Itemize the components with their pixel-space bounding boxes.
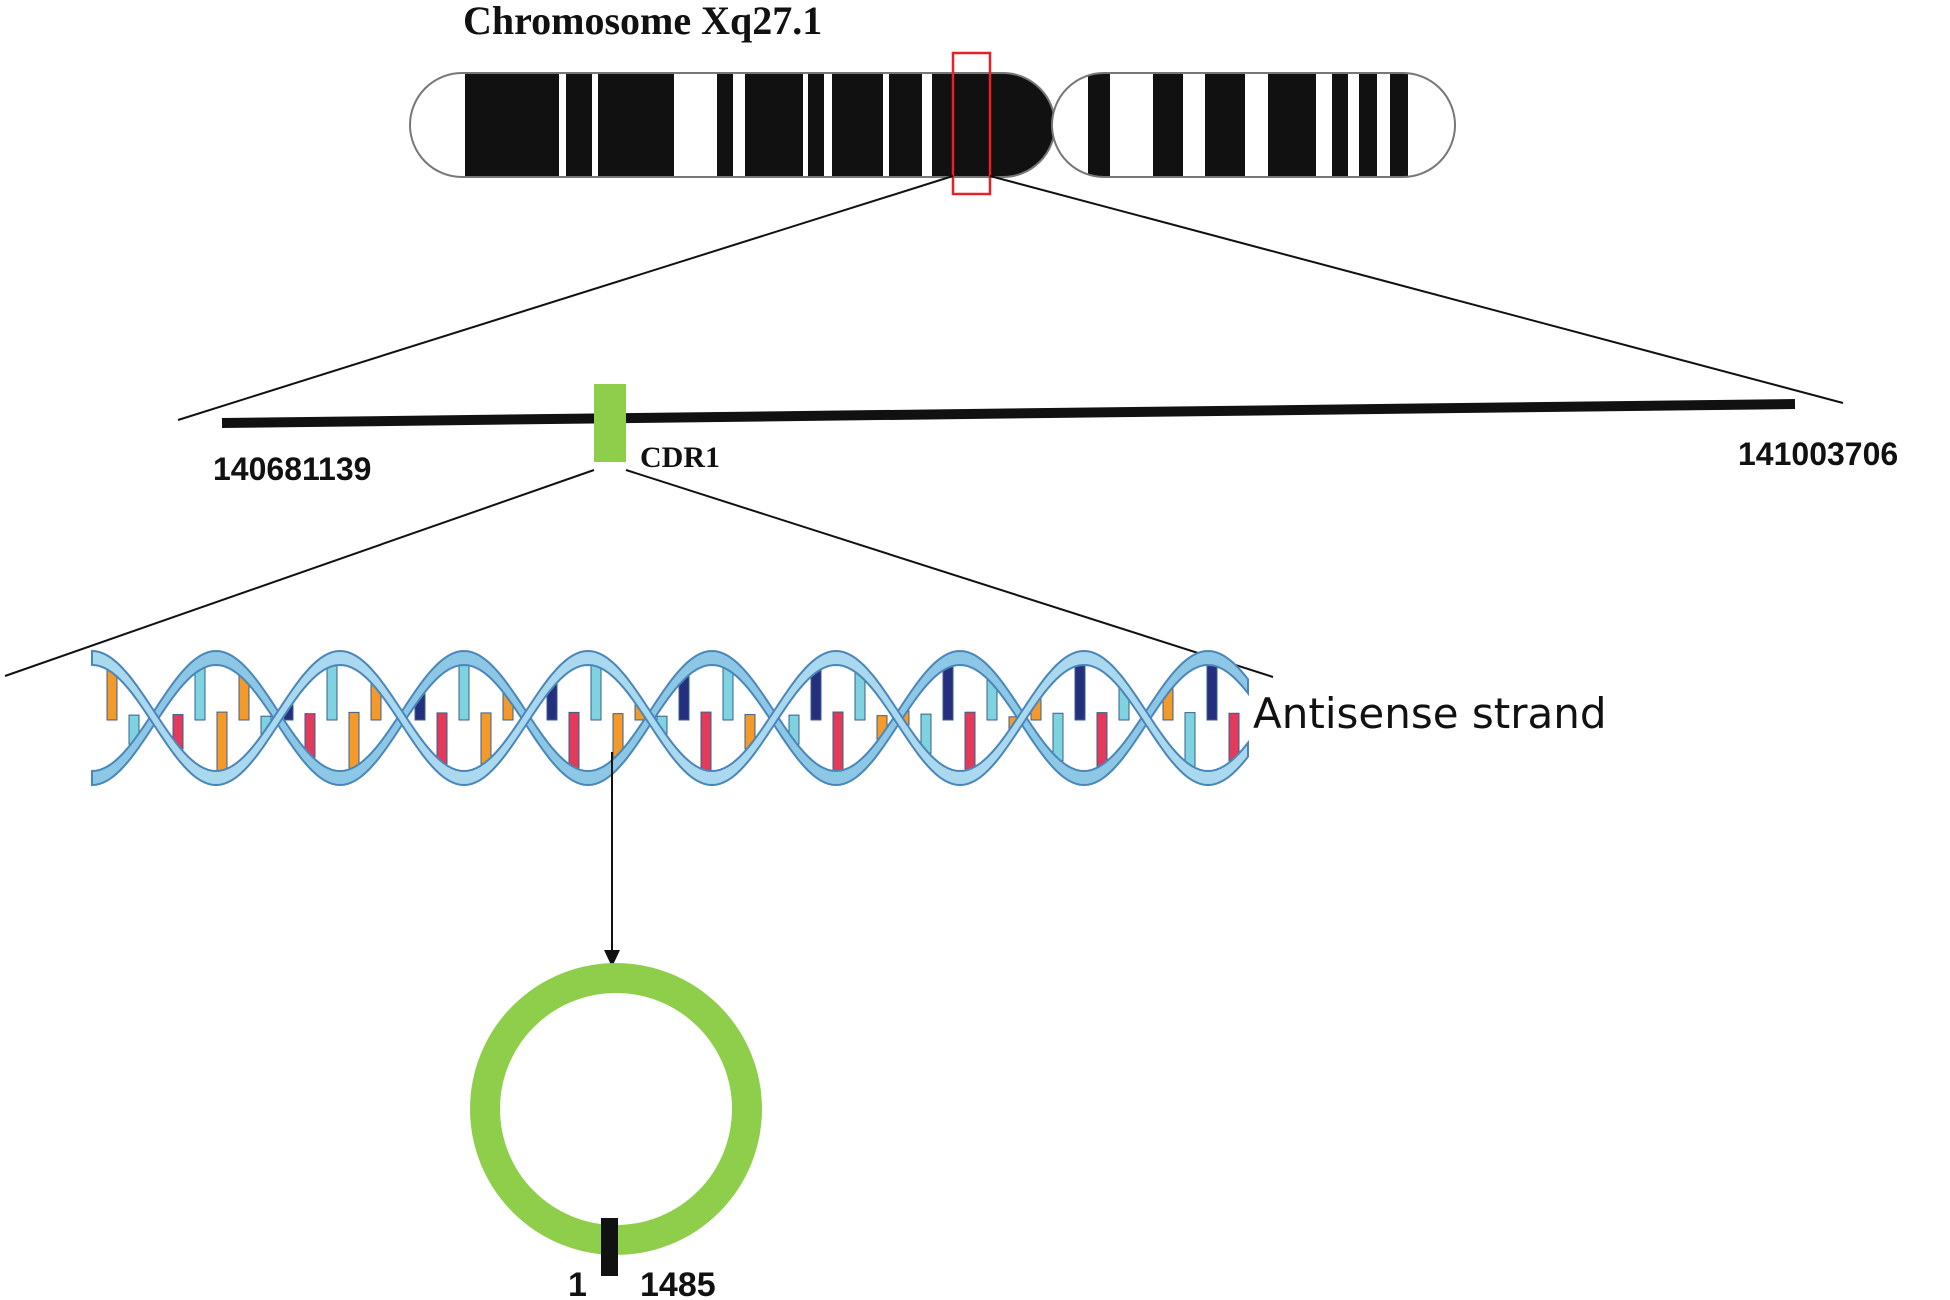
helix-back-strand xyxy=(91,649,1249,787)
base-pair xyxy=(216,711,228,772)
circ-start-label: 1 xyxy=(568,1266,587,1300)
helix-base-pairs xyxy=(106,659,1240,773)
base-pair xyxy=(1096,712,1108,767)
base-pair xyxy=(568,711,580,770)
back-splice-junction-marker xyxy=(601,1218,618,1276)
strand-label: Antisense strand xyxy=(1253,689,1607,738)
locus-start-coordinate: 140681139 xyxy=(213,451,371,487)
base-pair xyxy=(1184,712,1196,767)
zoom-lines-band-to-locus xyxy=(177,175,1844,421)
helix-front-strand xyxy=(91,649,1249,787)
base-pair xyxy=(436,712,448,765)
base-pair xyxy=(348,711,360,770)
chromosome-ideogram xyxy=(409,51,1456,196)
base-pair xyxy=(832,711,844,773)
base-pair xyxy=(1074,659,1086,721)
base-pair xyxy=(700,711,712,772)
locus-end-coordinate: 141003706 xyxy=(1738,436,1898,472)
base-pair xyxy=(1206,659,1218,721)
locus-track xyxy=(221,384,1796,462)
gene-label: CDR1 xyxy=(640,441,720,474)
base-pair xyxy=(458,659,470,721)
circrna-ring xyxy=(470,963,762,1255)
base-pair xyxy=(326,660,338,721)
locus-line xyxy=(221,399,1796,428)
dna-double-helix xyxy=(91,649,1249,787)
zoom-lines-gene-to-strand xyxy=(4,469,1274,678)
base-pair xyxy=(480,712,492,765)
base-pair xyxy=(590,660,602,721)
band-highlight-box xyxy=(951,51,992,196)
chromosome-title: Chromosome Xq27.1 xyxy=(463,0,822,43)
chromosome-left-arm xyxy=(409,72,1056,178)
arrow-to-circrna xyxy=(604,752,620,967)
base-pair xyxy=(942,662,954,721)
chromosome-right-arm xyxy=(1051,72,1456,178)
base-pair xyxy=(964,711,976,771)
circ-end-label: 1485 xyxy=(640,1266,716,1300)
cdr1-gene-block xyxy=(594,384,626,462)
